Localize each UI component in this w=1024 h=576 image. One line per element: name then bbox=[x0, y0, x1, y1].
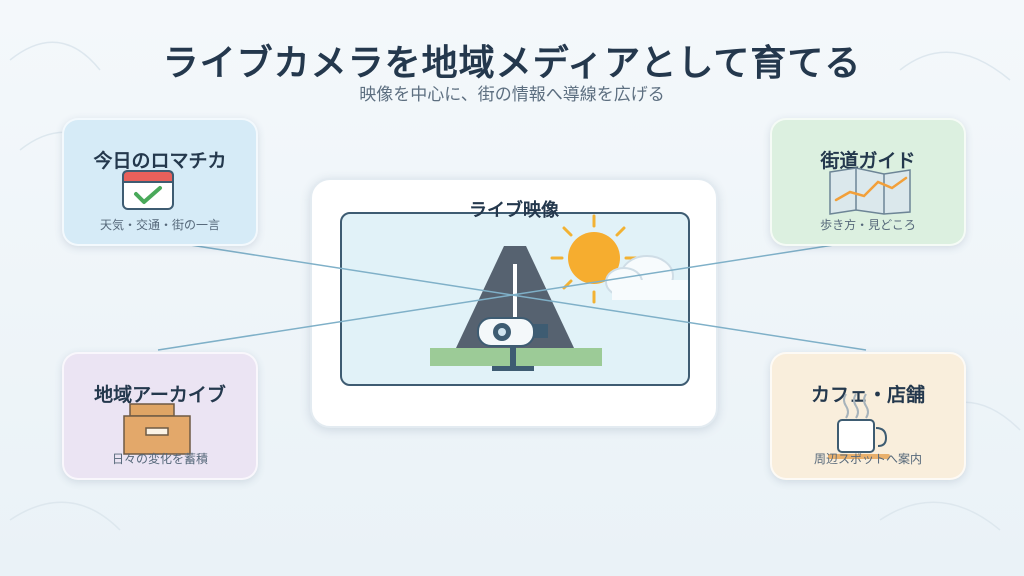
archive-box-icon bbox=[123, 403, 191, 455]
node-description: 歩き方・見どころ bbox=[820, 218, 916, 232]
node-cafe-shops[interactable]: カフェ・店舗 周辺スポットへ案内 bbox=[770, 352, 966, 480]
connector-top-right-to-bottom-left bbox=[157, 239, 867, 351]
node-today-romachika[interactable]: 今日のロマチカ 天気・交通・街の一言 bbox=[62, 118, 258, 246]
node-description: 日々の変化を蓄積 bbox=[111, 452, 208, 466]
coffee-cup-icon bbox=[828, 393, 890, 459]
node-street-guide[interactable]: 街道ガイド 歩き方・見どころ bbox=[770, 118, 966, 246]
node-description: 天気・交通・街の一言 bbox=[99, 218, 220, 232]
node-label: 地域アーカイブ bbox=[94, 384, 226, 406]
street-scene-illustration bbox=[430, 214, 688, 371]
node-local-archive[interactable]: 地域アーカイブ 日々の変化を蓄積 bbox=[62, 352, 258, 480]
live-video-card[interactable]: ライブ映像 bbox=[310, 178, 718, 428]
map-icon bbox=[829, 167, 911, 215]
page-subtitle: 映像を中心に、街の情報へ導線を広げる bbox=[359, 85, 665, 105]
node-label: 今日のロマチカ bbox=[93, 150, 227, 172]
camera-icon bbox=[477, 317, 548, 371]
calendar-check-icon bbox=[122, 170, 174, 210]
page-title: ライブカメラを地域メディアとして育てる bbox=[162, 43, 862, 84]
node-description: 周辺スポットへ案内 bbox=[813, 452, 922, 466]
live-video-screen[interactable] bbox=[340, 212, 690, 386]
cloud-icon bbox=[605, 255, 688, 300]
node-label: カフェ・店舗 bbox=[810, 384, 925, 406]
node-label: 街道ガイド bbox=[820, 150, 916, 172]
live-video-label: ライブ映像 bbox=[469, 200, 559, 221]
